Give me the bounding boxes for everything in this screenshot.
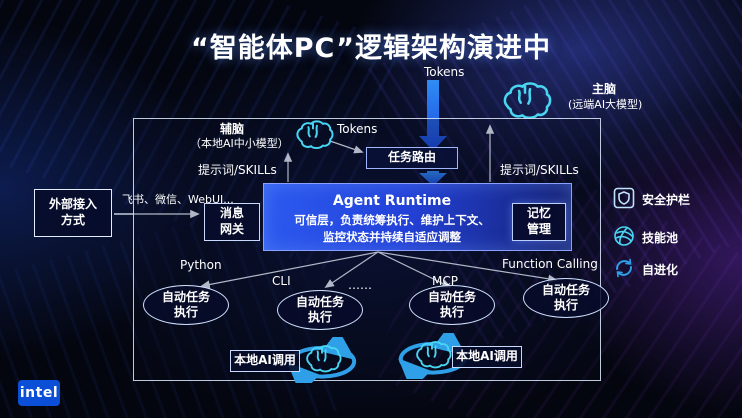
protocol-cli-label: CLI [272,274,291,288]
task-router-label: 任务路由 [387,150,436,165]
main-brain-icon [498,80,552,122]
local-ai-call-left-box: 本地AI调用 [230,350,300,372]
protocol-function-calling-label: Function Calling [502,257,598,271]
skill-pool-icon [614,226,634,246]
gateway-line2: 网关 [219,222,244,236]
auto-task-executor-2: 自动任务 执行 [277,290,363,330]
aux-brain-label: 辅脑 [220,122,245,136]
safety-guardrail-icon [613,187,635,209]
self-evolution-icon [616,258,632,278]
agent-runtime-desc-line1: 可信层，负责统筹执行、维护上下文、 [294,213,490,228]
aux-tokens-label: Tokens [337,122,378,136]
executor-line2: 执行 [307,310,332,324]
auto-task-executor-3: 自动任务 执行 [409,285,495,325]
executor-line1: 自动任务 [295,295,344,309]
aux-brain-icon [292,118,334,152]
local-ai-call-left-label: 本地AI调用 [234,353,296,368]
protocol-python-label: Python [180,258,222,272]
main-brain-label: 主脑 [592,82,617,96]
local-ai-call-right-box: 本地AI调用 [452,346,522,368]
prompt-skills-left-label: 提示词/SKILLs [198,163,277,177]
memory-line2: 管理 [526,222,551,236]
safety-guardrail-label: 安全护栏 [642,193,691,207]
main-brain-sublabel: (远端AI大模型) [568,98,643,111]
local-ai-call-right-label: 本地AI调用 [456,349,518,364]
skill-pool-label: 技能池 [642,231,679,245]
external-access-line2: 方式 [60,213,85,227]
channels-label: 飞书、微信、WebUI... [122,193,234,206]
executor-line2: 执行 [439,305,464,319]
message-gateway-box: 消息 网关 [204,203,260,241]
executor-line2: 执行 [553,298,578,312]
memory-management-box: 记忆 管理 [512,203,566,241]
tokens-top-label: Tokens [424,65,465,79]
gateway-line1: 消息 [219,206,244,221]
auto-task-executor-1: 自动任务 执行 [143,285,229,325]
memory-line1: 记忆 [526,206,551,221]
executor-line1: 自动任务 [427,290,476,304]
page-title: “智能体PC”逻辑架构演进中 [190,33,552,64]
task-router-box: 任务路由 [366,147,458,169]
protocol-dots-label: …… [348,278,372,292]
intel-logo: intel [18,380,60,406]
local-brain-left-icon [302,343,342,375]
external-access-line1: 外部接入 [48,197,97,212]
executor-line1: 自动任务 [161,290,210,304]
aux-brain-sublabel: （本地AI中小模型） [190,137,289,150]
prompt-skills-right-label: 提示词/SKILLs [500,163,579,177]
executor-line1: 自动任务 [541,283,590,297]
external-access-box: 外部接入 方式 [34,189,112,237]
agent-runtime-desc-line2: 监控状态并持续自适应调整 [323,230,461,244]
local-brain-right-icon [412,339,452,371]
self-evolution-label: 自进化 [642,263,679,277]
executor-line2: 执行 [173,305,198,319]
agent-runtime-title: Agent Runtime [332,193,452,210]
auto-task-executor-4: 自动任务 执行 [523,278,609,318]
